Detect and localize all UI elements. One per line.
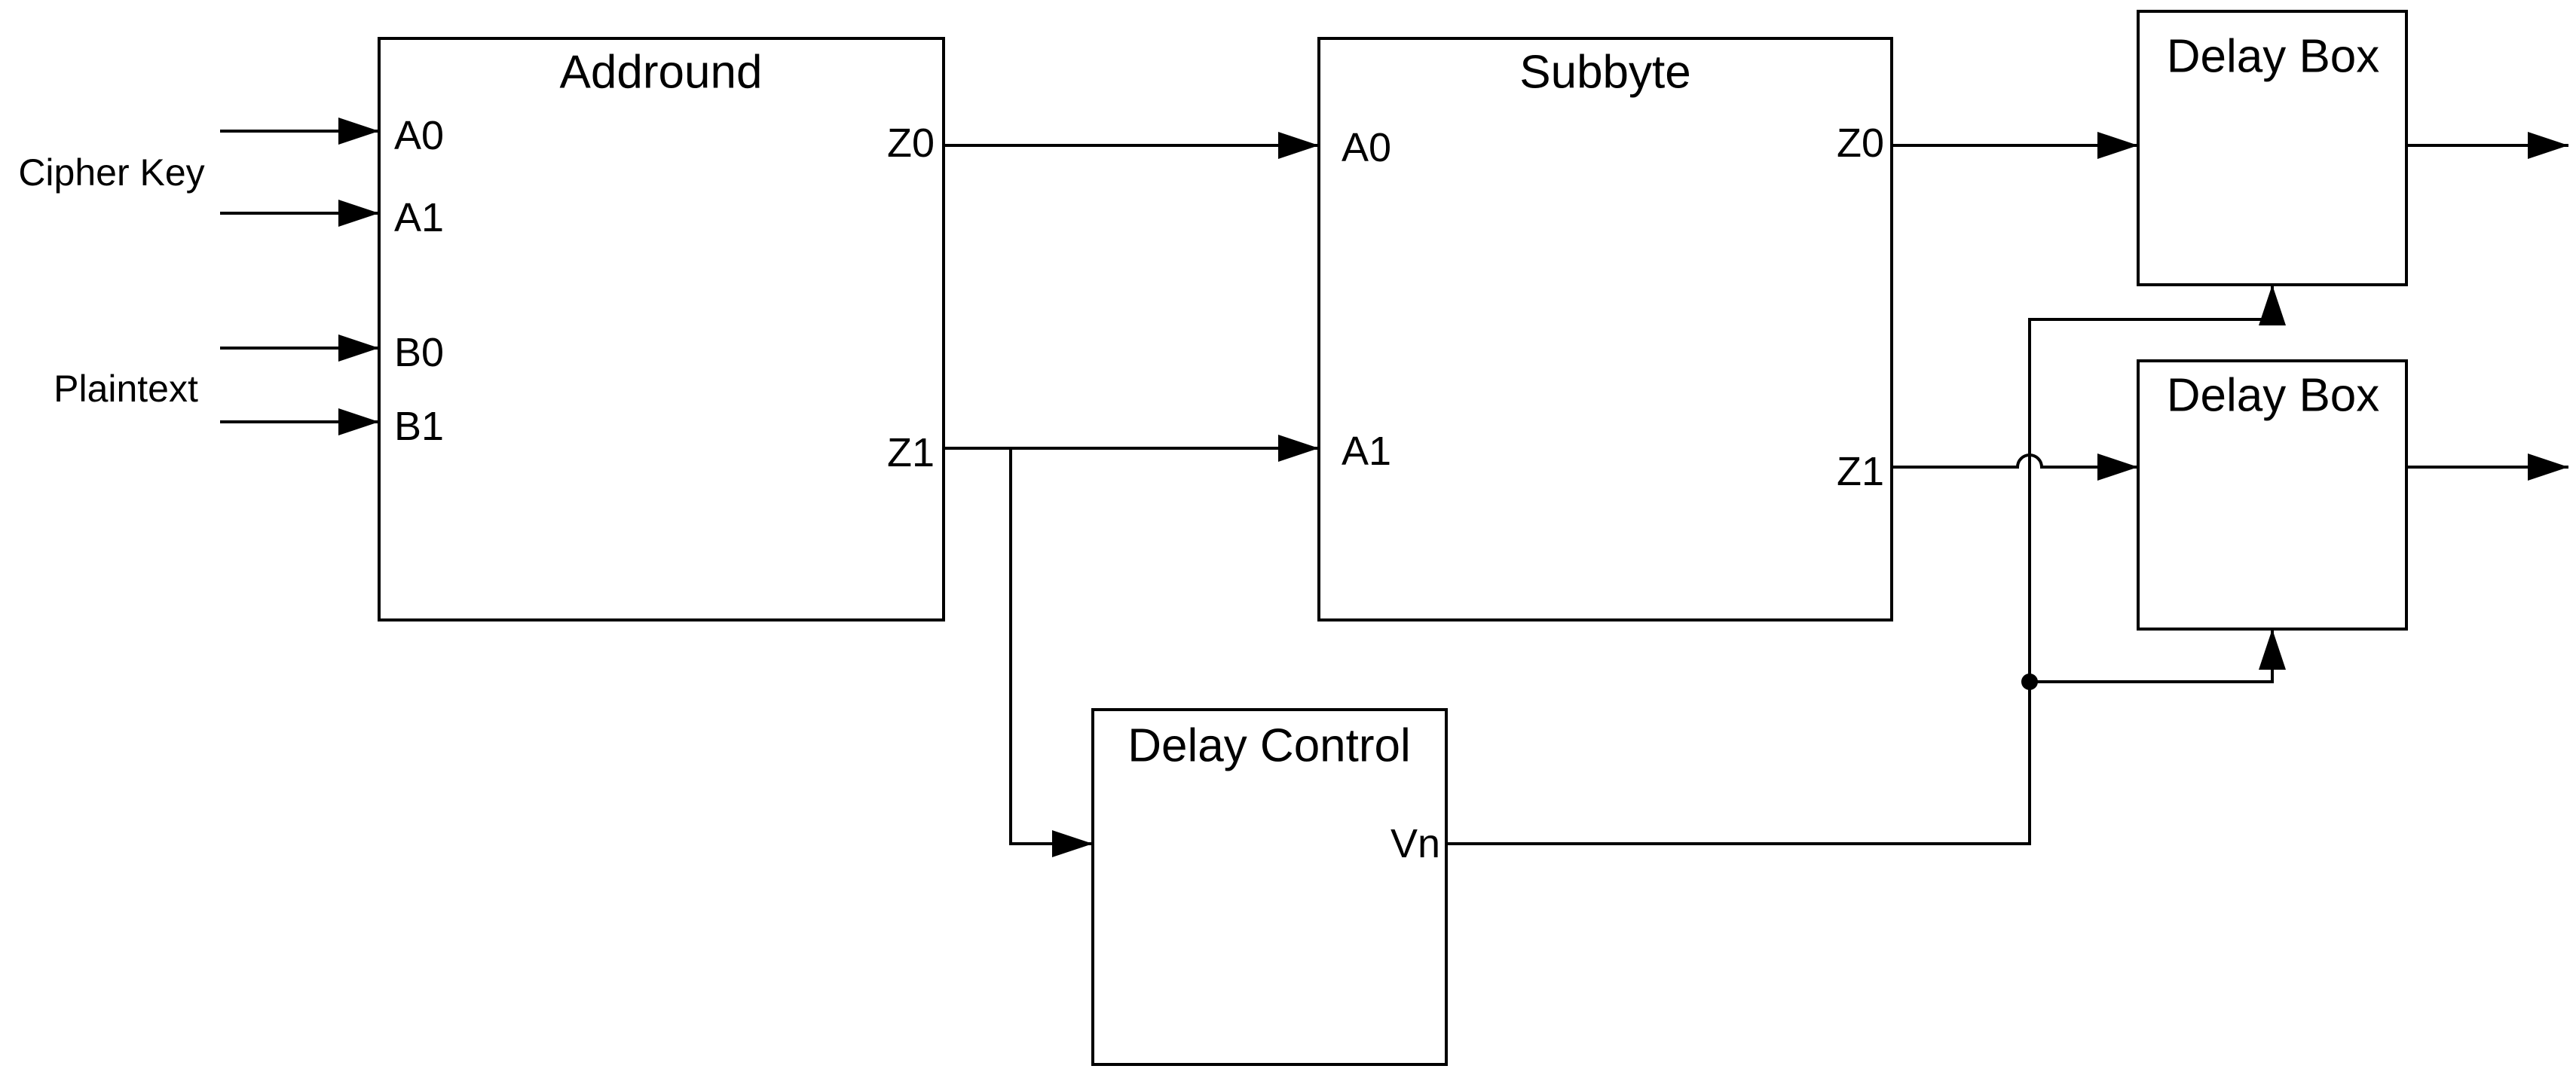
delay-control-port-vn: Vn: [1390, 821, 1440, 866]
cipher-key-label: Cipher Key: [18, 151, 204, 194]
junction-dot: [2021, 673, 2038, 690]
wire-vn-to-delay-box-top: [1446, 285, 2286, 845]
addround-block: [378, 37, 945, 621]
subbyte-title: Subbyte: [1519, 47, 1691, 99]
addround-port-a1: A1: [394, 195, 444, 240]
addround-title: Addround: [560, 47, 763, 99]
delay-control-title: Delay Control: [1127, 720, 1411, 772]
addround-port-z0: Z0: [887, 121, 935, 166]
delay-box-bottom-title: Delay Box: [2167, 370, 2380, 422]
delay-box-top-title: Delay Box: [2167, 31, 2380, 83]
addround-port-z1: Z1: [887, 430, 935, 475]
wire-z1-branch-to-delay-control: [1009, 448, 1093, 857]
wire-vn-branch-to-delay-box-bottom: [2030, 629, 2286, 683]
subbyte-port-z0: Z0: [1837, 121, 1884, 166]
subbyte-port-z1: Z1: [1837, 449, 1884, 494]
plaintext-label: Plaintext: [54, 368, 198, 410]
addround-port-b1: B1: [394, 404, 444, 449]
delay-control-block: [1091, 708, 1448, 1066]
subbyte-port-a0: A0: [1342, 125, 1391, 170]
addround-port-a0: A0: [394, 113, 444, 158]
delay-box-bottom-block: [2137, 359, 2408, 631]
addround-port-b0: B0: [394, 330, 444, 375]
subbyte-port-a1: A1: [1342, 429, 1391, 474]
wire-subbyte-z1-to-delay-box-bottom-with-hop: [1892, 454, 2138, 481]
subbyte-block: [1317, 37, 1893, 621]
delay-box-top-block: [2137, 10, 2408, 286]
